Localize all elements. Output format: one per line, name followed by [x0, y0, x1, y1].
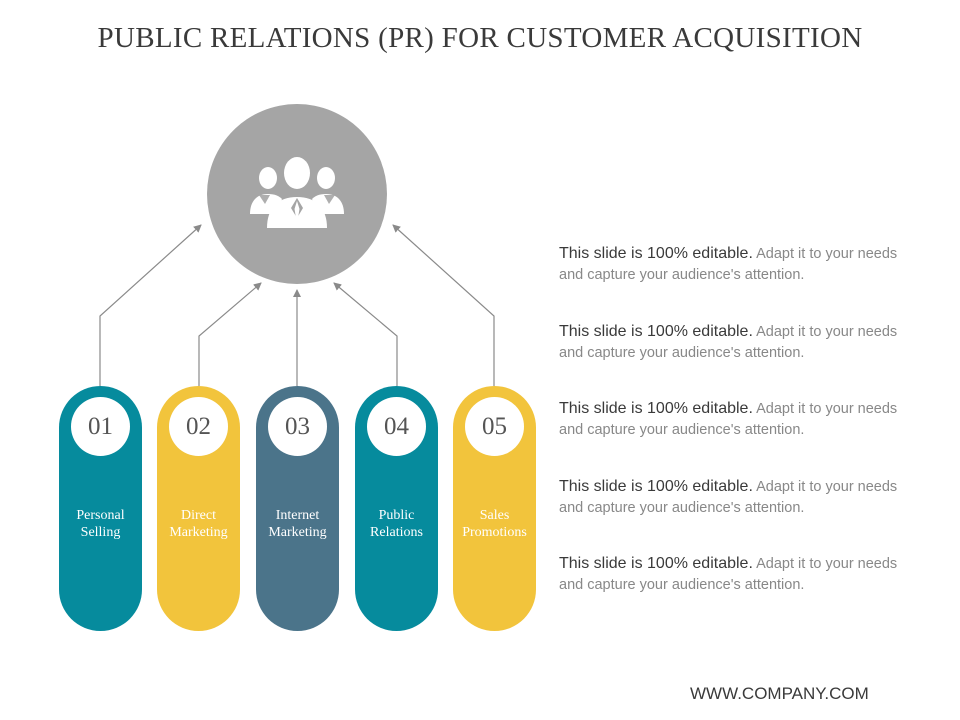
item-label: Internet Marketing: [268, 508, 327, 540]
description-item: This slide is 100% editable. Adapt it to…: [559, 245, 898, 283]
item-label: Direct Marketing: [169, 508, 228, 540]
item-label: Sales Promotions: [462, 508, 527, 540]
description-item: This slide is 100% editable. Adapt it to…: [559, 477, 898, 516]
hub-circle: [207, 104, 387, 284]
item-05-sales-promotions: 05 Sales Promotions: [453, 386, 536, 631]
number-badge: 05: [465, 397, 524, 456]
arrow-02: [198, 282, 262, 386]
people-group-icon: [250, 157, 344, 228]
item-03-internet-marketing: 03 Internet Marketing: [256, 386, 339, 631]
item-04-public-relations: 04 Public Relations: [355, 386, 438, 631]
item-01-personal-selling: 01 Personal Selling: [59, 386, 142, 631]
item-label: Public Relations: [370, 508, 423, 540]
description-item: This slide is 100% editable. Adapt it to…: [559, 400, 898, 438]
footer-website: WWW.COMPANY.COM: [690, 684, 869, 703]
item-label: Personal Selling: [76, 508, 125, 540]
description-item: This slide is 100% editable. Adapt it to…: [559, 322, 898, 361]
description-list: This slide is 100% editable. Adapt it to…: [559, 243, 919, 631]
number-badge: 01: [71, 397, 130, 456]
arrow-05: [392, 224, 495, 386]
arrow-01: [99, 224, 202, 386]
slide-title: PUBLIC RELATIONS (PR) FOR CUSTOMER ACQUI…: [97, 22, 863, 54]
number-badge: 04: [367, 397, 426, 456]
number-badge: 02: [169, 397, 228, 456]
arrow-04: [333, 282, 398, 386]
number-badge: 03: [268, 397, 327, 456]
description-item: This slide is 100% editable. Adapt it to…: [559, 555, 898, 593]
item-02-direct-marketing: 02 Direct Marketing: [157, 386, 240, 631]
